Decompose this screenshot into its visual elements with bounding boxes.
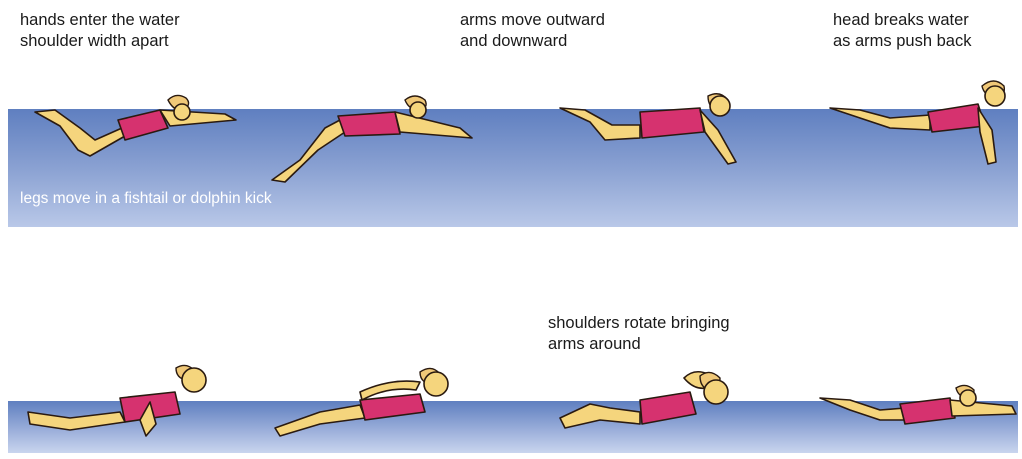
swimmer-figure-2 xyxy=(272,96,472,182)
swimmer-figure-7 xyxy=(560,372,728,428)
swimmer-figure-1 xyxy=(35,95,236,156)
swimmer-figure-3 xyxy=(560,94,736,164)
swimmer-figure-4 xyxy=(830,81,1005,164)
swimmer-figure-8 xyxy=(820,385,1016,424)
swimmer-figure-5 xyxy=(28,365,206,436)
swimmer-figure-6 xyxy=(275,368,448,436)
